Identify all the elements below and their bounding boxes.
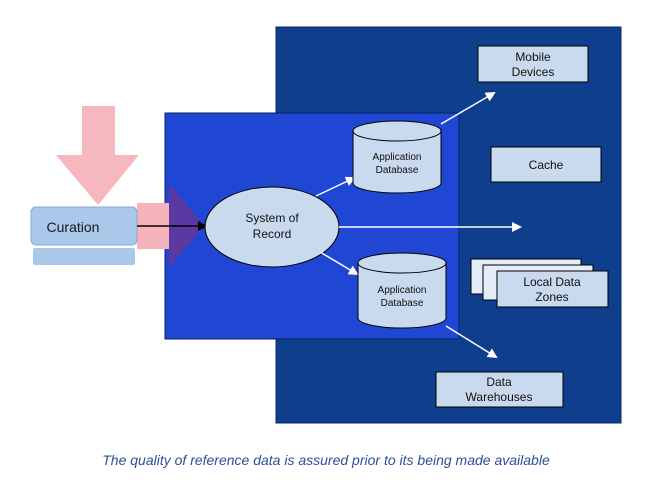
data-warehouses-node bbox=[435, 371, 564, 408]
app-db-bottom-node bbox=[357, 252, 447, 329]
local-data-zones-node bbox=[496, 270, 609, 308]
app-db-bottom-label-line2: Database bbox=[381, 298, 424, 309]
data-warehouses-label-line2: Warehouses bbox=[466, 390, 533, 404]
curation-shadow-bar bbox=[33, 248, 135, 265]
local-data-zones-label-line1: Local Data bbox=[523, 275, 581, 289]
figure-caption: The quality of reference data is assured… bbox=[102, 452, 550, 468]
cache-node bbox=[490, 146, 602, 183]
pink-down-arrow bbox=[56, 106, 139, 205]
data-warehouses-label-line1: Data bbox=[486, 375, 512, 389]
app-db-top-label-line2: Database bbox=[376, 165, 419, 176]
sor-to-app-db-top-arrow bbox=[315, 176, 356, 197]
mobile-devices-label-line2: Devices bbox=[512, 65, 555, 79]
cache-label: Cache bbox=[529, 158, 564, 172]
system-of-record-label-line2: Record bbox=[253, 227, 292, 241]
app-db-bottom-label-line1: Application bbox=[378, 285, 427, 296]
diagram-canvas: Curation System of Record Application Da… bbox=[30, 26, 622, 424]
system-of-record-label-line1: System of bbox=[245, 211, 299, 225]
app-db-bottom-to-warehouse-arrow bbox=[445, 325, 498, 359]
app-db-top-to-mobile-arrow bbox=[440, 91, 496, 125]
sor-to-app-db-bottom-arrow bbox=[319, 251, 359, 276]
mobile-devices-node bbox=[477, 45, 589, 83]
app-db-top-node bbox=[352, 120, 442, 194]
app-db-top-label-line1: Application bbox=[373, 152, 422, 163]
mobile-devices-label-line1: Mobile bbox=[515, 50, 551, 64]
local-data-zones-label-line2: Zones bbox=[535, 290, 568, 304]
curation-label: Curation bbox=[47, 219, 100, 235]
